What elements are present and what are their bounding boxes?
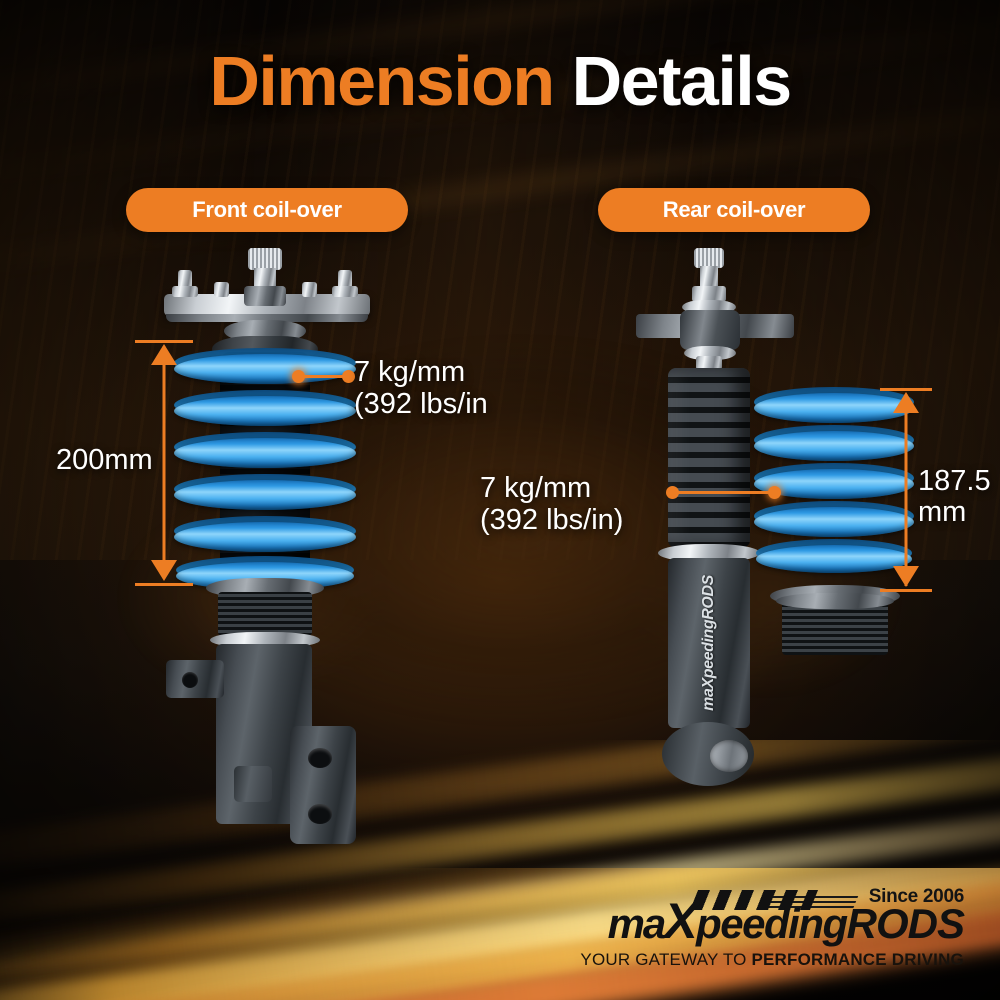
front-spring-rate-line1: 7 kg/mm [354,356,466,388]
front-callout-dot-end [342,370,355,383]
badge-rear-label: Rear coil-over [662,197,806,222]
rear-shock-body [668,558,750,728]
rear-length-label: 187.5 mm [918,465,991,529]
front-pinch-bolt [234,766,272,802]
rear-top-nut [692,286,726,302]
rear-spring-image [740,385,930,665]
front-coilover-image [150,248,380,848]
page-title: Dimension Details [0,46,1000,116]
logo-wordmark-rods: RODS [846,900,965,947]
front-damper-adjuster-knob [248,248,282,270]
front-callout-dot-anchor [292,370,305,383]
rear-perch-lock-ring [776,593,894,609]
rear-shock-branding-text: maXpeedingRODS [700,575,718,711]
front-mount-stud-inner-right [302,282,317,297]
rear-spring-rate-line2: (392 lbs/in) [480,504,624,537]
rear-measure-arrow-down [893,566,919,587]
badge-rear-coilover: Rear coil-over [598,188,870,232]
badge-front-label: Front coil-over [192,197,342,222]
front-piston-rod [254,268,276,288]
front-threaded-collar [218,592,312,636]
rear-spring-rate-callout: 7 kg/mm (392 lbs/in) [480,472,810,558]
front-mount-stud-right-nut [332,286,358,297]
rear-top-mount-hub [680,310,740,350]
front-length-measurement [135,340,193,586]
brand-logo: Since 2006 maXpeedingRODS YOUR GATEWAY T… [564,886,965,972]
logo-since-label: Since 2006 [868,886,965,907]
rear-callout-dot-anchor [768,486,781,499]
logo-wordmark-peeding: peeding [696,900,848,947]
rear-mount-lower-nut [696,356,722,370]
rear-shock-image: maXpeedingRODS [628,248,808,818]
front-length-label: 200mm [56,444,153,476]
front-measure-arrow-down [151,560,177,581]
rear-length-measurement [880,388,932,592]
rear-spring [740,385,930,600]
front-mount-stud-inner-left [214,282,229,297]
rear-damper-adjuster-knob [694,248,724,268]
front-knuckle-hole-bottom [308,804,332,824]
logo-tagline: YOUR GATEWAY TO PERFORMANCE DRIVING [580,950,964,970]
logo-wordmark: maXpeedingRODS [564,893,965,949]
front-top-nut [244,286,286,306]
front-top-mount-plate-edge [166,314,368,322]
logo-tagline-plain: YOUR GATEWAY TO [580,950,752,969]
rear-measure-arrow-up [893,392,919,413]
rear-callout-leader-line [674,491,774,494]
rear-measure-tick-bottom [880,589,932,592]
rear-callout-dot-start [666,486,679,499]
rear-bushing-inner [710,740,748,772]
front-measure-arrow-up [151,344,177,365]
front-knuckle-hole-top [308,748,332,768]
rear-shock-branding: maXpeedingRODS [668,558,750,728]
rear-length-label-line1: 187.5 [918,465,991,497]
rear-lower-collar [658,544,760,562]
front-knuckle-bracket [290,726,356,844]
logo-wordmark-max: ma [607,900,667,947]
front-measure-tick-bottom [135,583,193,586]
front-measure-tick-top [135,340,193,343]
front-measure-line [162,346,166,578]
front-mount-stud-left-nut [172,286,198,297]
logo-wordmark-x: X [664,893,697,949]
page-title-part2: Details [571,42,793,120]
front-bracket-hole [182,672,198,688]
front-spring [150,344,380,594]
front-spring-rate-callout: 7 kg/mm (392 lbs/in [292,356,622,444]
front-callout-leader-line [300,375,352,378]
rear-measure-tick-top [880,388,932,391]
rear-measure-line [904,394,908,586]
page-title-part1: Dimension [209,42,555,120]
rear-spring-rate-text: 7 kg/mm (392 lbs/in) [480,472,623,537]
rear-length-label-line2: mm [918,496,967,529]
badge-front-coilover: Front coil-over [126,188,408,232]
front-spring-rate-line2: (392 lbs/in [354,388,488,421]
logo-tagline-bold: PERFORMANCE DRIVING [751,950,964,969]
rear-spring-rate-line1: 7 kg/mm [480,472,592,504]
front-spring-rate-text: 7 kg/mm (392 lbs/in [354,356,488,421]
rear-piston-rod [700,266,718,290]
rear-dust-boot [668,368,750,548]
